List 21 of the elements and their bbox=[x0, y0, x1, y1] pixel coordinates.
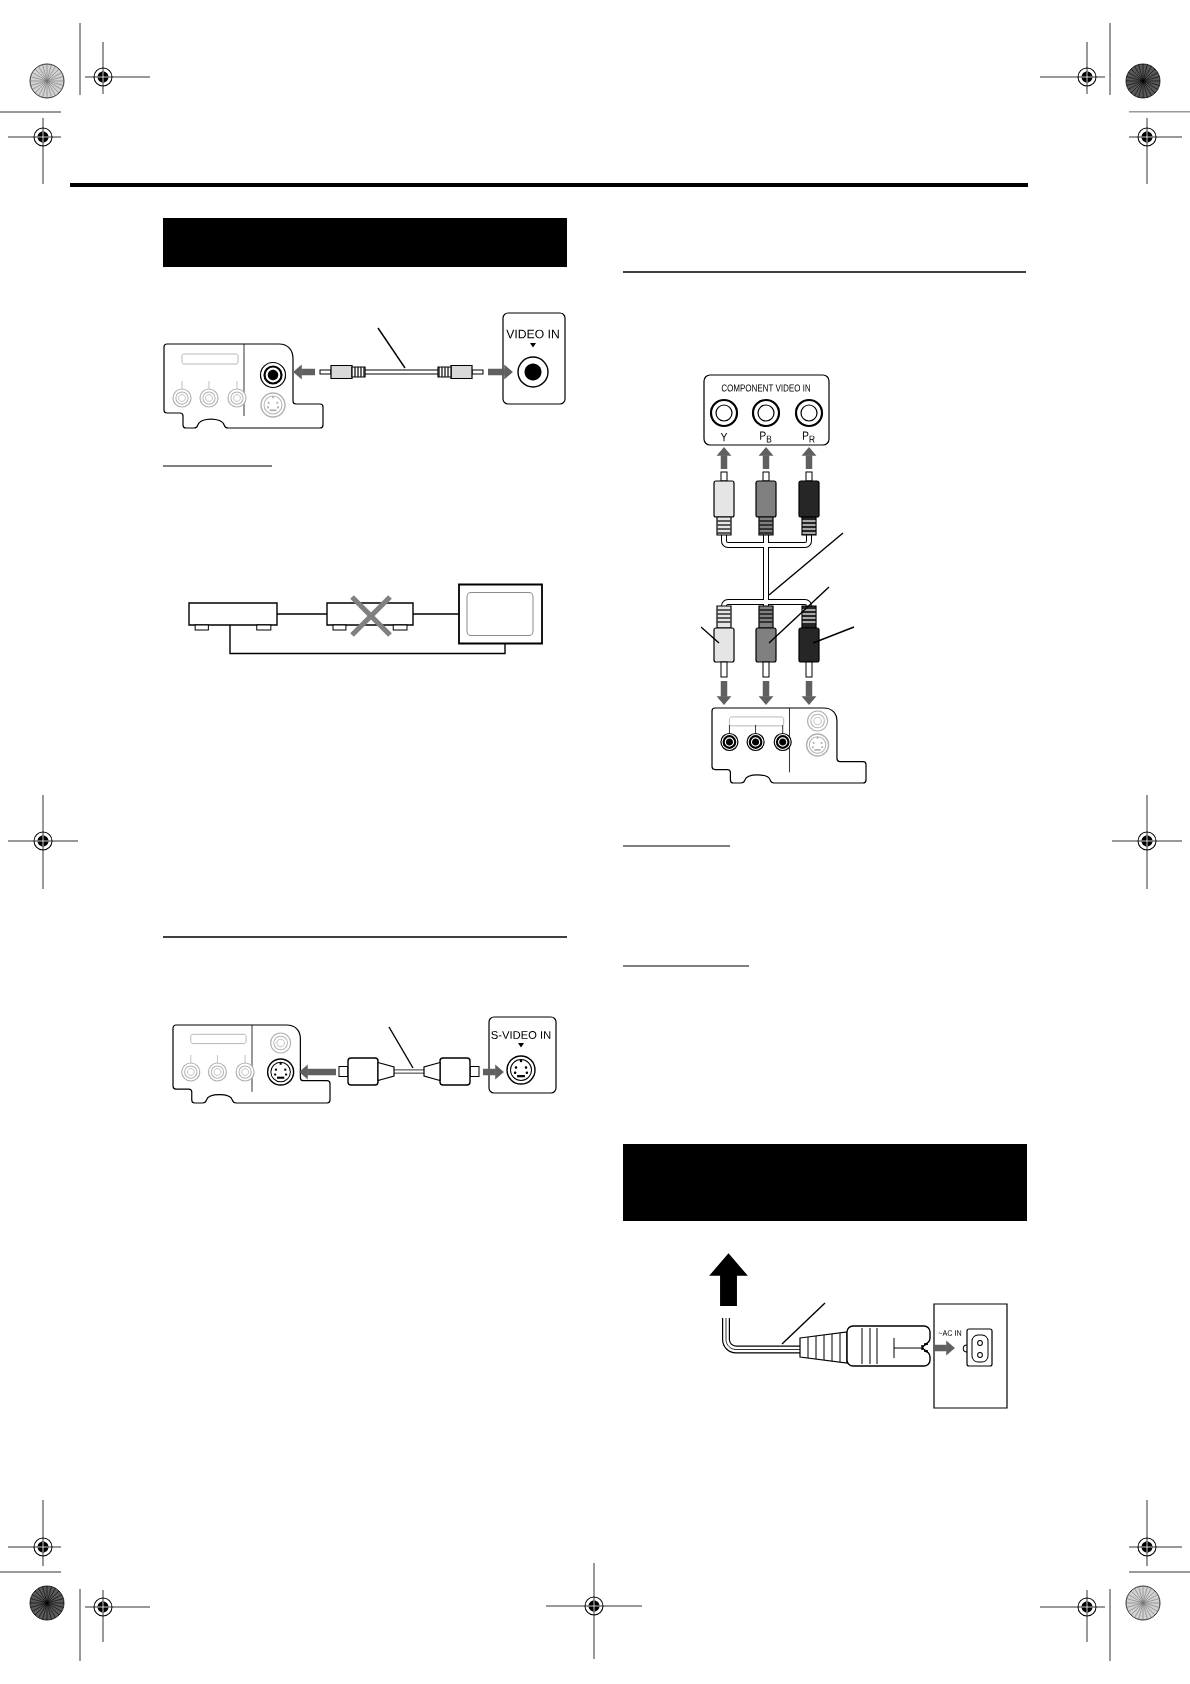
device-box bbox=[188, 602, 278, 631]
input-panel: ~AC IN bbox=[933, 1303, 1008, 1409]
rear-panel-drawing bbox=[711, 707, 867, 784]
jack-label: P$_{R}$ bbox=[802, 431, 815, 443]
connection-line bbox=[276, 613, 328, 615]
leader-line bbox=[812, 626, 855, 644]
jack-label: Y bbox=[720, 432, 728, 442]
rear-panel-drawing bbox=[163, 343, 324, 429]
jack-label: P$_{B}$ bbox=[760, 431, 772, 443]
leader-line bbox=[768, 586, 830, 644]
rear-panel-drawing bbox=[172, 1024, 331, 1104]
heading-bar bbox=[623, 1144, 1027, 1221]
leader-line bbox=[700, 626, 720, 644]
connection-line bbox=[229, 624, 506, 655]
tv-drawing bbox=[458, 583, 543, 645]
leader-line bbox=[388, 1026, 414, 1069]
heading-bar bbox=[163, 218, 567, 267]
leader-line bbox=[768, 532, 844, 596]
leader-line bbox=[781, 1302, 826, 1345]
leader-line bbox=[377, 327, 406, 369]
connection-line bbox=[412, 613, 460, 615]
